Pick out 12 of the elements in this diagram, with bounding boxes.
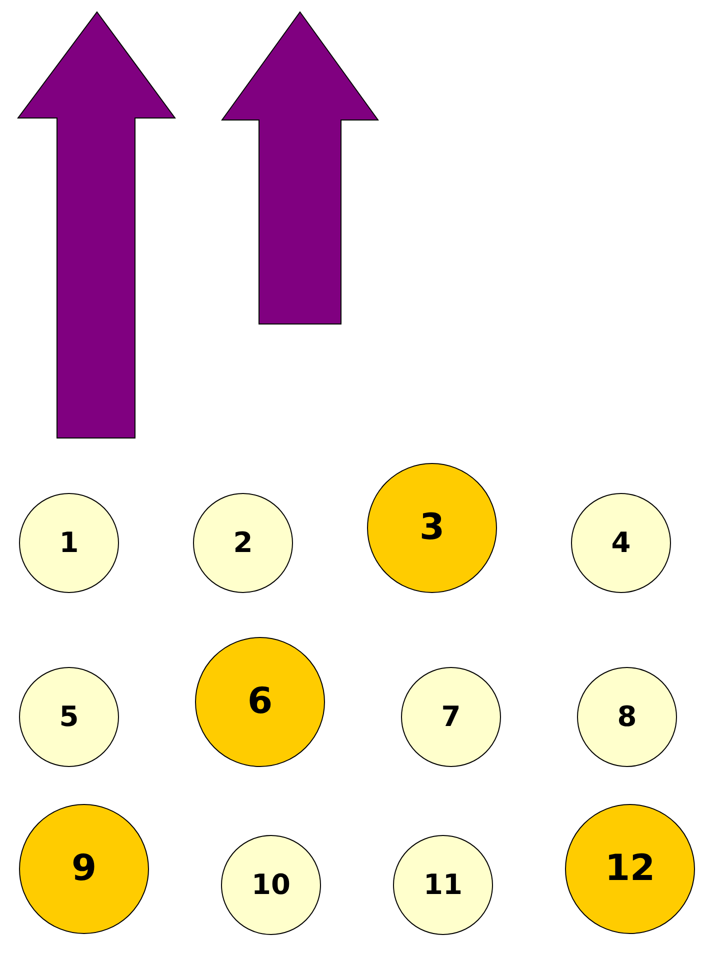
number-label: 5 (59, 703, 79, 731)
number-label: 8 (617, 703, 637, 731)
number-label: 3 (419, 510, 445, 546)
number-label: 9 (71, 851, 97, 887)
number-label: 6 (247, 684, 273, 720)
number-label: 10 (252, 871, 290, 899)
number-label: 2 (233, 529, 253, 557)
number-label: 12 (604, 851, 656, 887)
number-label: 1 (59, 529, 79, 557)
number-label: 4 (611, 529, 631, 557)
number-label: 11 (424, 871, 462, 899)
number-label: 7 (441, 703, 461, 731)
